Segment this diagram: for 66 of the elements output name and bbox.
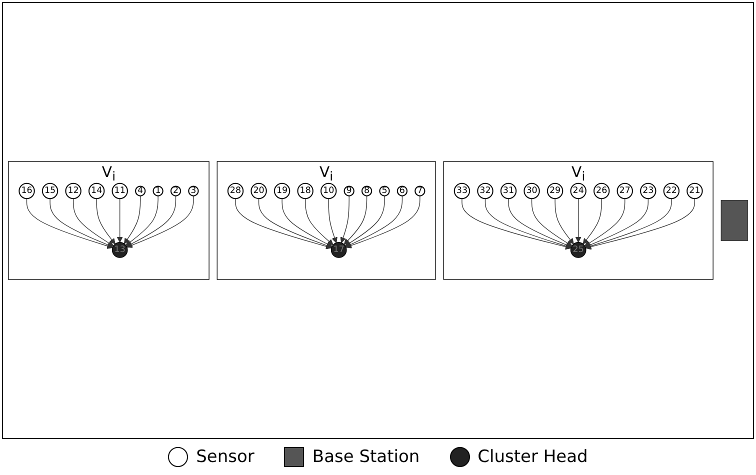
arrow [346, 195, 420, 248]
node-circle: 31 [500, 182, 517, 200]
node-circle: 19 [274, 182, 290, 200]
arrow [344, 195, 368, 245]
node-circle: 30 [524, 182, 540, 200]
arrow [258, 198, 332, 248]
arrow [575, 198, 582, 243]
legend-label: Sensor [196, 447, 254, 467]
node-circle: 1 [152, 186, 164, 196]
node-circle: 20 [250, 182, 267, 200]
node-circle: 6 [396, 186, 408, 196]
node-circle: 14 [88, 182, 105, 200]
arrow [585, 198, 696, 250]
node-circle: 22 [663, 182, 680, 200]
node-circle: 13 [112, 242, 128, 258]
node-circle: 9 [344, 186, 354, 196]
node-circle: 21 [686, 182, 703, 200]
node-circle: 23 [640, 182, 656, 200]
arrow [126, 195, 194, 248]
arrow [554, 198, 574, 244]
node-circle: 5 [379, 186, 390, 196]
arrow [282, 198, 332, 247]
node-circle: 12 [65, 182, 82, 200]
node-circle: 18 [297, 182, 314, 200]
node-circle: 27 [616, 182, 633, 200]
node-circle: 2 [170, 186, 182, 196]
arrow [345, 195, 403, 248]
arrow [126, 195, 176, 247]
arrow [508, 198, 572, 248]
node-circle: 15 [42, 182, 58, 200]
arrow [484, 198, 572, 249]
node-circle: 33 [454, 182, 470, 200]
node-circle: 10 [320, 182, 337, 200]
node-circle: 8 [361, 186, 372, 196]
legend-label: Base Station [312, 447, 420, 467]
legend-label: Cluster Head [478, 447, 588, 467]
arrow [462, 198, 572, 250]
arrow [344, 195, 385, 246]
arrow [50, 198, 114, 248]
node-circle: 28 [227, 182, 244, 200]
arrow [96, 198, 116, 244]
node-circle: 17 [330, 242, 347, 258]
arrow [126, 195, 158, 246]
arrow [531, 198, 572, 246]
node-circle: 16 [18, 182, 35, 200]
arrow [585, 198, 672, 249]
arrow [235, 198, 332, 250]
arrow [116, 198, 123, 243]
node-circle: 4 [135, 186, 146, 196]
arrow [305, 198, 334, 246]
arrow [340, 195, 350, 244]
node-circle: 11 [112, 182, 128, 200]
arrow [328, 198, 338, 244]
node-circle: 32 [477, 182, 494, 200]
node-circle: 26 [594, 182, 610, 200]
node-circle: 25 [570, 242, 586, 258]
node-box [720, 200, 748, 242]
arrow [585, 198, 648, 248]
arrow [72, 198, 114, 246]
node-circle: 29 [546, 182, 564, 200]
node-circle: 24 [570, 182, 586, 200]
arrow [582, 198, 602, 244]
node-circle: 3 [188, 186, 199, 196]
arrow [584, 198, 626, 246]
arrow [124, 195, 141, 244]
arrow [26, 198, 113, 249]
